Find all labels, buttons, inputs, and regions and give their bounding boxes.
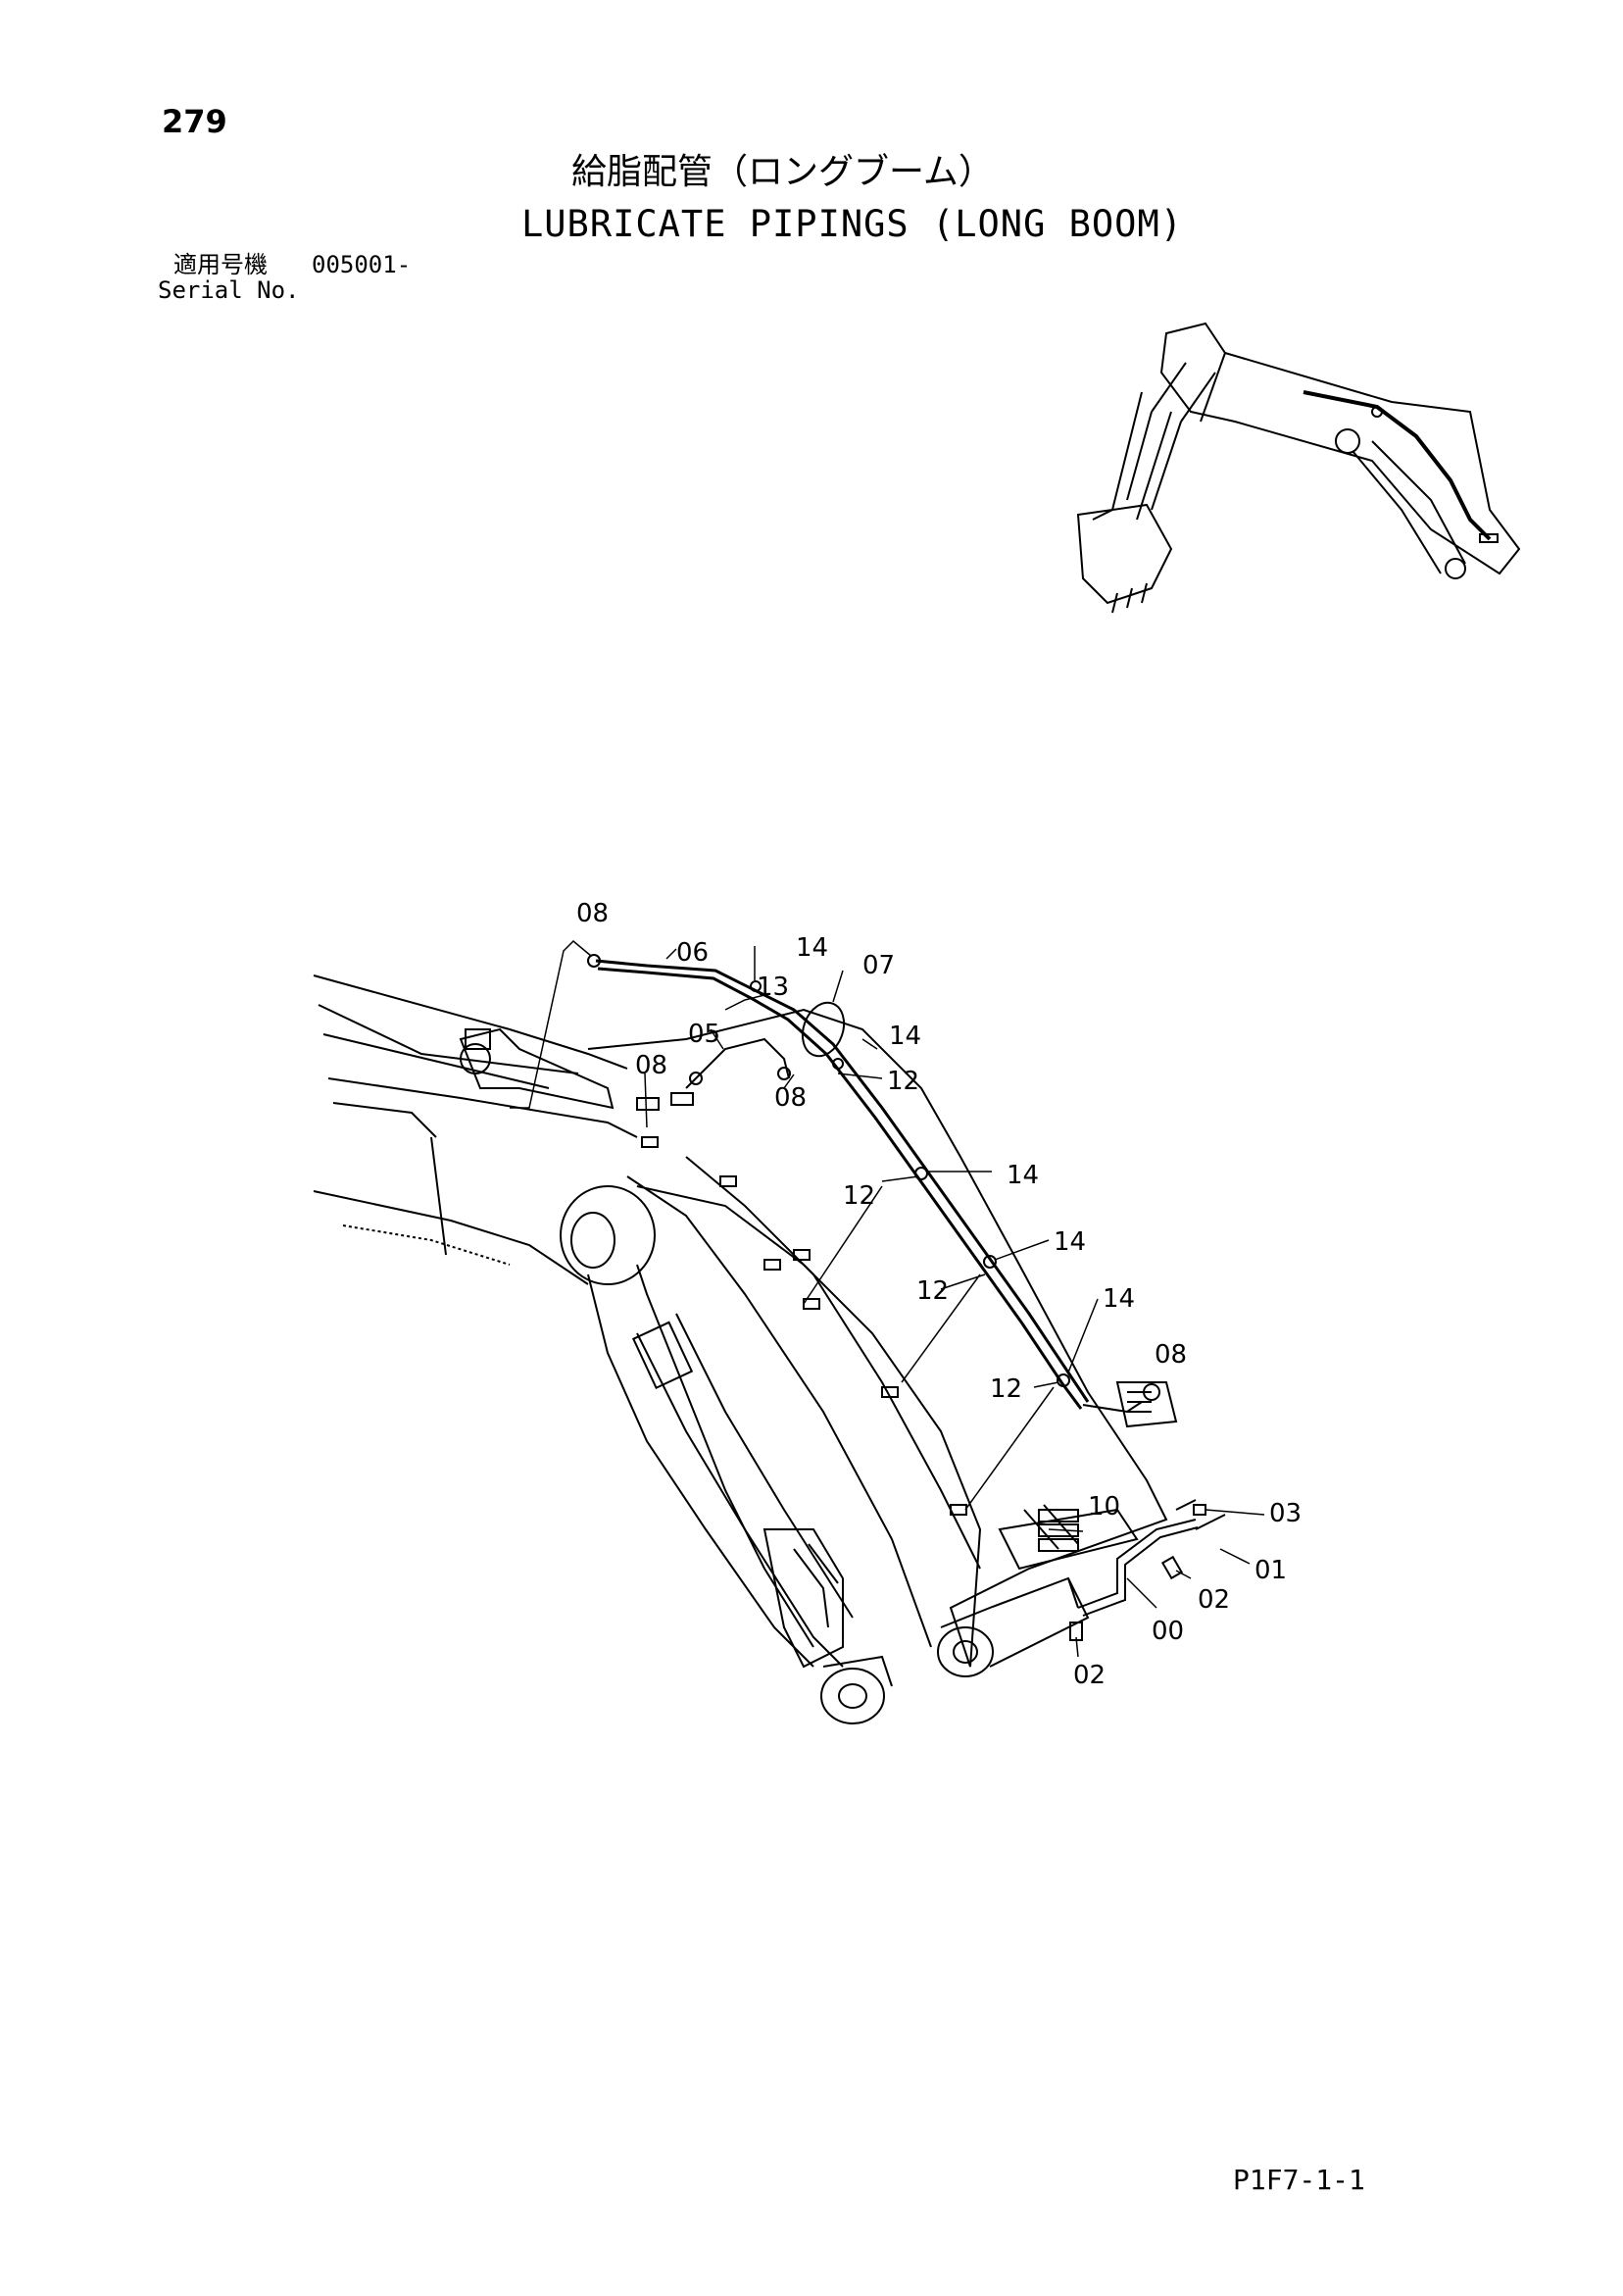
callout-14-e: 14	[1103, 1284, 1135, 1314]
callout-02-b: 02	[1073, 1661, 1106, 1690]
callout-12-d: 12	[990, 1374, 1022, 1404]
callout-08-top: 08	[576, 899, 609, 928]
callout-14-a: 14	[796, 933, 828, 963]
callout-08-mid: 08	[774, 1083, 807, 1113]
callout-00: 00	[1152, 1617, 1184, 1646]
callout-01: 01	[1254, 1556, 1287, 1585]
callout-08-right: 08	[1155, 1340, 1187, 1370]
callout-14-d: 14	[1054, 1227, 1086, 1257]
callout-12-a: 12	[887, 1067, 919, 1096]
frame-outline	[313, 974, 628, 1070]
callout-12-b: 12	[843, 1181, 875, 1211]
page-number: 279	[162, 103, 227, 140]
serial-value: 005001-	[312, 251, 412, 278]
page-title-english: LUBRICATE PIPINGS (LONG BOOM)	[521, 203, 1184, 245]
callout-03: 03	[1269, 1499, 1302, 1528]
callout-13: 13	[757, 973, 789, 1002]
page-title-japanese: 給脂配管（ロングブーム）	[571, 152, 994, 192]
callout-14-b: 14	[889, 1022, 921, 1051]
callout-06: 06	[676, 938, 709, 968]
callout-05: 05	[688, 1020, 720, 1049]
callout-12-c: 12	[916, 1276, 949, 1306]
callout-10: 10	[1088, 1492, 1120, 1522]
document-code: P1F7-1-1	[1233, 2164, 1365, 2196]
serial-label-japanese: 適用号機	[173, 251, 268, 278]
serial-label-english: Serial No.	[158, 276, 300, 304]
boom-outline	[587, 1008, 1168, 1668]
callout-07: 07	[862, 951, 895, 980]
callout-02-a: 02	[1198, 1585, 1230, 1615]
callout-08-left: 08	[635, 1051, 667, 1080]
callout-14-c: 14	[1007, 1161, 1039, 1190]
